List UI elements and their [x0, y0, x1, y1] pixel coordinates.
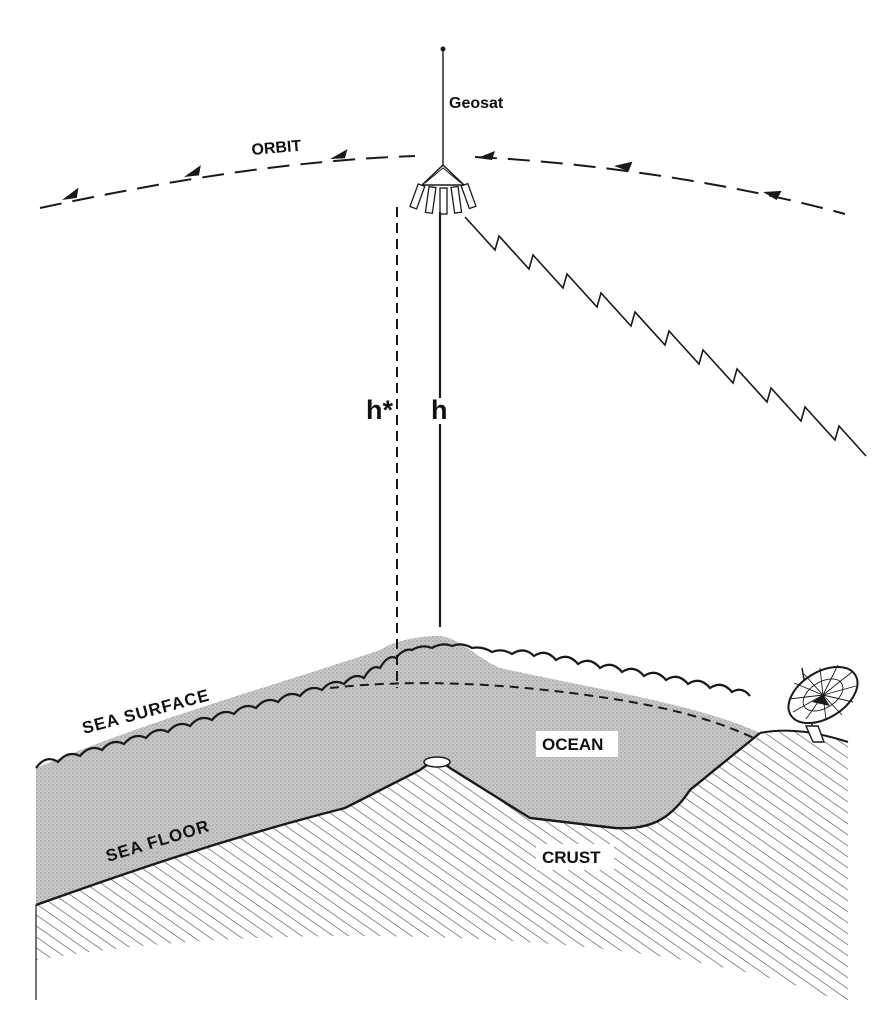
- h-label: h: [431, 395, 448, 425]
- crust-label: CRUST: [542, 848, 601, 867]
- satellite-dish-icon: [787, 664, 859, 743]
- land-surface: [759, 729, 849, 743]
- crust-region: [36, 731, 848, 1005]
- h-star-label: h*: [366, 395, 393, 425]
- crust-label-box: [536, 844, 614, 870]
- satellite-label: Geosat: [449, 95, 504, 112]
- orbit-label: ORBIT: [251, 138, 302, 159]
- telemetry-link: [464, 216, 867, 457]
- seamount-cap: [423, 756, 451, 768]
- ocean-label: OCEAN: [542, 735, 603, 754]
- ocean-label-box: [536, 731, 618, 757]
- satellite-icon: [409, 163, 477, 215]
- sea-floor-line: [35, 732, 761, 907]
- ocean-region: [36, 636, 760, 905]
- orbit-path: [39, 155, 416, 209]
- orbit-path-right: [474, 156, 846, 215]
